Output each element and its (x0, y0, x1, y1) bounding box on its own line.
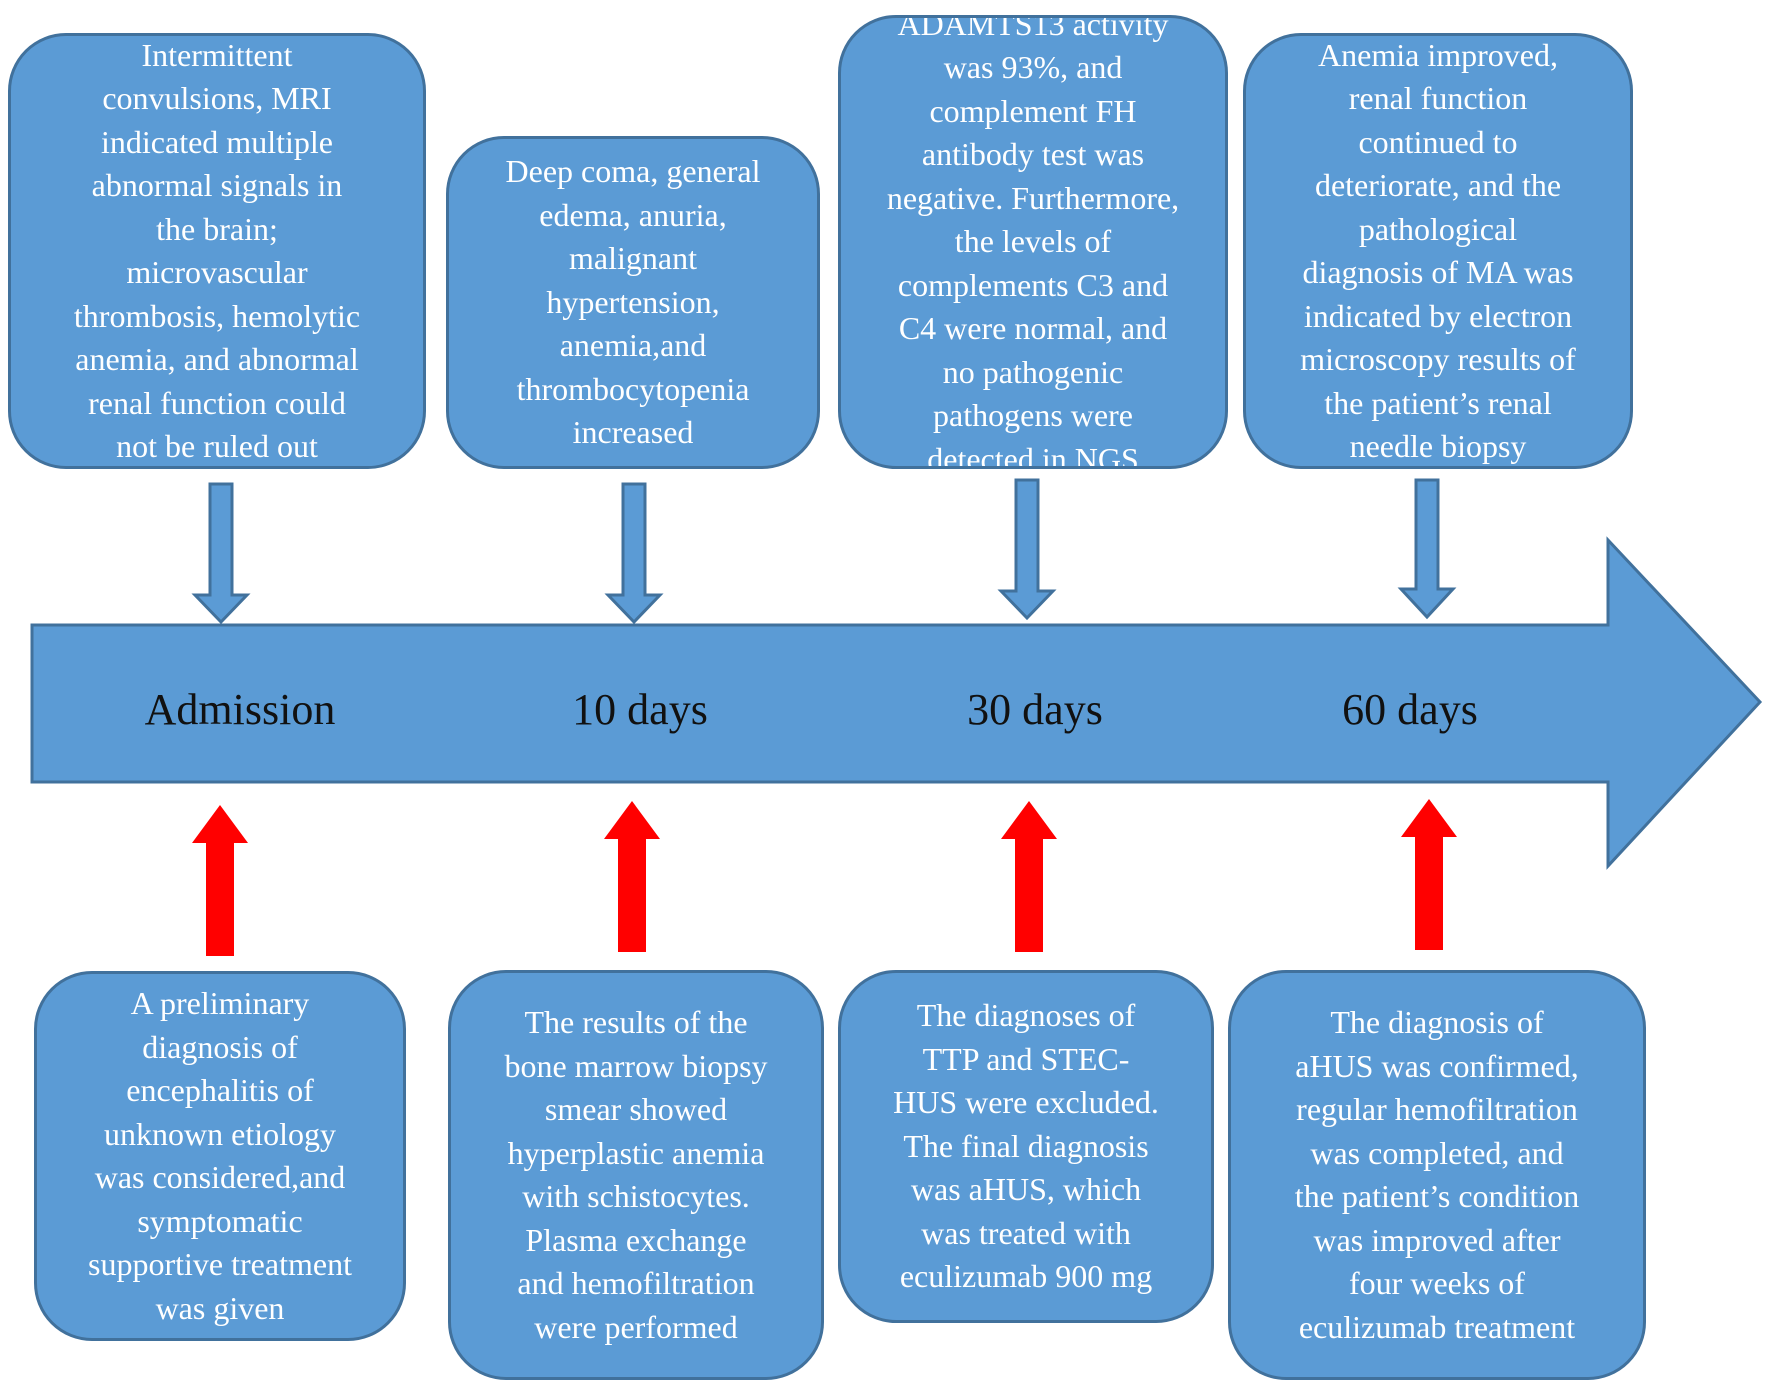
up-arrow-admission (192, 805, 248, 956)
event-box-admission-top: Intermittent convulsions, MRI indicated … (8, 33, 426, 469)
event-text: Deep coma, general edema, anuria, malign… (505, 153, 761, 451)
event-text: The results of the bone marrow biopsy sm… (504, 1004, 768, 1345)
event-box-admission-bottom: A preliminary diagnosis of encephalitis … (34, 971, 406, 1341)
down-arrow-admission (191, 482, 251, 625)
event-box-10-days-top: Deep coma, general edema, anuria, malign… (446, 136, 820, 469)
event-box-60-days-bottom: The diagnosis of aHUS was confirmed, reg… (1228, 970, 1646, 1380)
event-box-10-days-bottom: The results of the bone marrow biopsy sm… (448, 970, 824, 1380)
event-text: The diagnosis of aHUS was confirmed, reg… (1294, 1004, 1580, 1345)
up-arrow-10-days (604, 801, 660, 952)
event-box-60-days-top: Anemia improved, renal function continue… (1243, 33, 1633, 469)
milestone-60-days: 60 days (1342, 685, 1478, 734)
milestone-admission: Admission (144, 685, 336, 734)
up-arrow-30-days (1001, 801, 1057, 952)
milestone-10-days: 10 days (572, 685, 708, 734)
event-text: Anemia improved, renal function continue… (1300, 36, 1576, 465)
event-text: Intermittent convulsions, MRI indicated … (73, 36, 361, 465)
down-arrow-10-days (604, 482, 664, 625)
event-text: ADAMTS13 activity was 93%, and complemen… (886, 15, 1180, 469)
event-text: A preliminary diagnosis of encephalitis … (88, 985, 352, 1326)
event-text: The diagnoses of TTP and STEC- HUS were … (893, 997, 1159, 1295)
down-arrow-60-days (1397, 478, 1457, 620)
timeline-arrow (30, 536, 1763, 870)
event-box-30-days-top: ADAMTS13 activity was 93%, and complemen… (838, 15, 1228, 469)
event-box-30-days-bottom: The diagnoses of TTP and STEC- HUS were … (838, 970, 1214, 1323)
down-arrow-30-days (997, 478, 1057, 621)
milestone-30-days: 30 days (967, 685, 1103, 734)
up-arrow-60-days (1401, 799, 1457, 950)
